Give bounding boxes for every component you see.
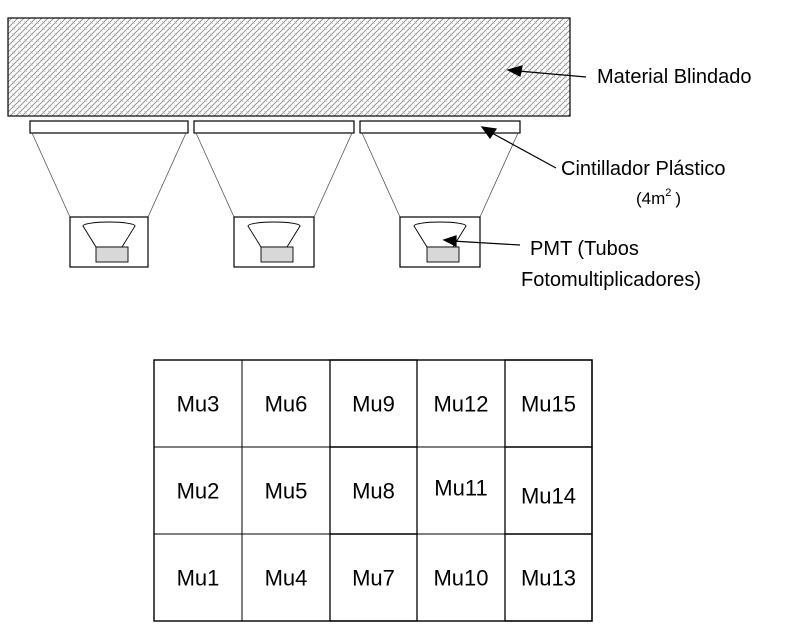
- module-label: Mu9: [352, 392, 395, 417]
- scintillator-plate: [359, 120, 521, 134]
- module-label: Mu2: [177, 479, 220, 504]
- pmt-unit: [399, 216, 481, 268]
- module-label: Mu15: [521, 392, 576, 417]
- scintillator-label: Cintillador Plástico: [561, 158, 726, 180]
- area-suffix: ): [675, 189, 681, 208]
- pmt-unit: [233, 216, 315, 268]
- shield-label: Material Blindado: [597, 66, 752, 88]
- area-exponent: 2: [665, 187, 671, 199]
- pmt-label-continued: Fotomultiplicadores): [521, 269, 701, 291]
- module-label: Mu5: [265, 479, 308, 504]
- module-label: Mu8: [352, 479, 395, 504]
- module-label: Mu14: [521, 484, 576, 509]
- module-label: Mu4: [265, 566, 308, 591]
- module-label: Mu12: [433, 392, 488, 417]
- shield-block: [7, 17, 571, 117]
- light-guide-lines: [31, 132, 519, 218]
- module-label: Mu1: [177, 566, 220, 591]
- scintillator-arrow: [480, 126, 557, 169]
- module-label: Mu6: [265, 392, 308, 417]
- module-label: Mu7: [352, 566, 395, 591]
- pmt-arrow: [442, 235, 521, 247]
- module-label: Mu13: [521, 566, 576, 591]
- scintillator-plate: [29, 120, 189, 134]
- scintillator-plate: [193, 120, 355, 134]
- module-label: Mu3: [177, 392, 220, 417]
- pmt-unit: [69, 216, 149, 268]
- module-label: Mu11: [434, 476, 487, 501]
- module-label: Mu10: [433, 566, 488, 591]
- scintillator-area-label: (4m2): [636, 187, 681, 208]
- grid-cell: [504, 533, 593, 622]
- pmt-label: PMT (Tubos: [530, 238, 639, 260]
- grid-border: [153, 359, 593, 622]
- shield-arrow: [506, 65, 587, 78]
- area-prefix: (4m: [636, 189, 665, 208]
